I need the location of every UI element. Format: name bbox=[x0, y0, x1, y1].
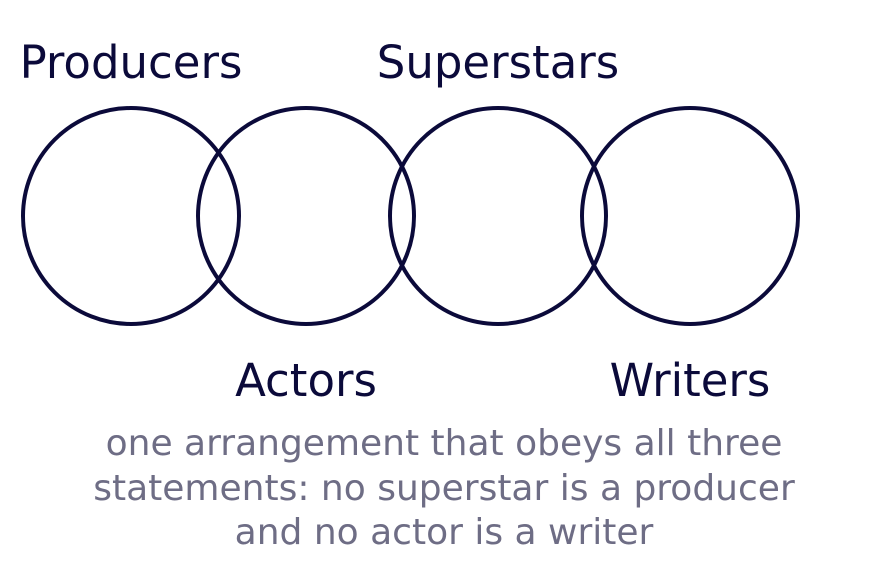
circle-actors bbox=[196, 106, 416, 326]
circle-superstars bbox=[388, 106, 608, 326]
circle-writers bbox=[580, 106, 800, 326]
label-producers: Producers bbox=[20, 36, 243, 89]
circle-producers bbox=[21, 106, 241, 326]
set-circles bbox=[21, 106, 800, 326]
caption-line-3: and no actor is a writer bbox=[235, 512, 654, 553]
caption-line-2: statements: no superstar is a producer bbox=[93, 468, 795, 509]
set-labels: Producers Actors Superstars Writers bbox=[20, 36, 771, 407]
caption-line-1: one arrangement that obeys all three bbox=[106, 423, 783, 464]
caption: one arrangement that obeys all three sta… bbox=[93, 423, 795, 553]
label-actors: Actors bbox=[235, 354, 377, 407]
label-superstars: Superstars bbox=[377, 36, 619, 89]
label-writers: Writers bbox=[610, 354, 771, 407]
